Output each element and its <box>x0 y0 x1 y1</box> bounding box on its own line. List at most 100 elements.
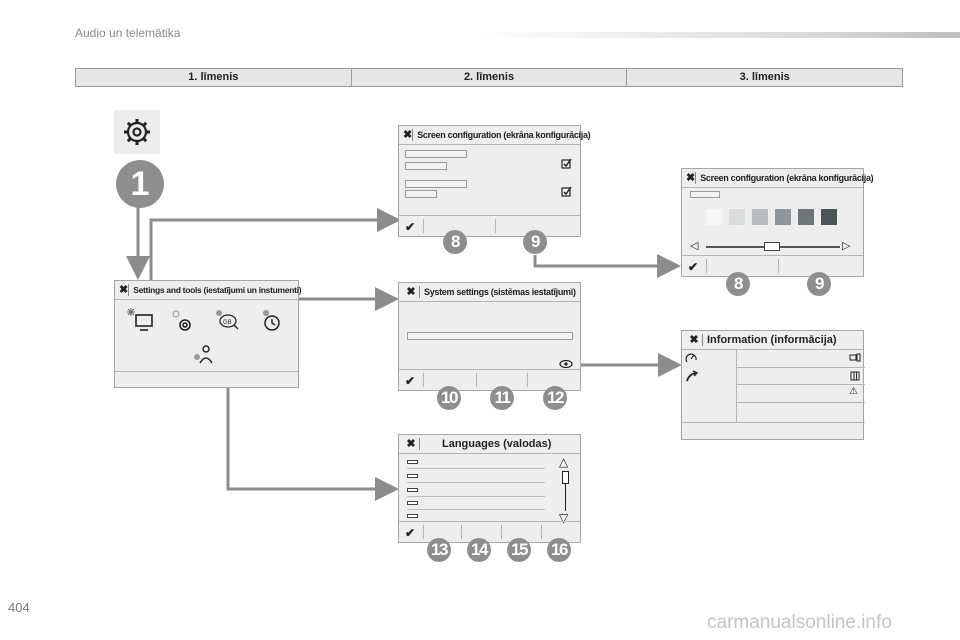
step-badge-8: 8 <box>726 272 750 296</box>
scrollbar-track[interactable] <box>565 471 566 511</box>
gear-icon <box>124 119 150 145</box>
step-badge-11: 11 <box>490 386 514 410</box>
color-swatch[interactable] <box>706 209 722 225</box>
close-icon[interactable]: ✖ <box>686 334 703 346</box>
arrow-to-screen-config-l3 <box>533 254 681 278</box>
row-divider <box>737 367 865 368</box>
footer-divider <box>501 525 502 539</box>
close-icon[interactable]: ✖ <box>403 129 414 141</box>
confirm-icon[interactable]: ✔ <box>688 260 699 274</box>
help-user-icon <box>194 345 213 364</box>
confirm-icon[interactable]: ✔ <box>405 374 416 388</box>
language-item[interactable] <box>407 514 418 518</box>
setting-field[interactable] <box>407 332 573 340</box>
level-2-header: 2. līmenis <box>352 69 628 86</box>
row-divider <box>682 422 865 423</box>
brightness-slider-handle[interactable] <box>764 242 780 251</box>
language-icon: GB <box>216 310 239 330</box>
step-badge-16: 16 <box>547 538 571 562</box>
footer-divider <box>461 525 462 539</box>
color-swatch[interactable] <box>821 209 837 225</box>
step-badge-12: 12 <box>543 386 567 410</box>
right-arrow-icon[interactable]: ▷ <box>842 240 851 252</box>
footer-divider <box>423 219 424 233</box>
arrow-to-screen-config <box>149 208 401 290</box>
color-swatch[interactable] <box>775 209 791 225</box>
screen-header: ✖ Information (informācija) <box>682 331 863 350</box>
list-divider <box>407 468 545 469</box>
information-screen: ✖ Information (informācija) ⚠ <box>681 330 865 440</box>
warning-icon[interactable]: ⚠ <box>849 386 858 397</box>
color-swatch[interactable] <box>729 209 745 225</box>
screen-title: Screen configuration (ekrāna konfigurāci… <box>700 173 874 183</box>
setting-field[interactable] <box>405 180 467 188</box>
screen-title: Settings and tools (iestatījumi un instu… <box>133 285 302 295</box>
level-1-header: 1. līmenis <box>76 69 352 86</box>
scroll-down-icon[interactable]: ▽ <box>559 511 569 525</box>
step-badge-13: 13 <box>427 538 451 562</box>
language-item[interactable] <box>407 460 418 464</box>
left-arrow-icon[interactable]: ◁ <box>690 240 699 252</box>
screen-header: ✖ System settings (sistēmas iestatījumi) <box>399 283 580 302</box>
language-item[interactable] <box>407 501 418 505</box>
step-badge-8: 8 <box>443 230 467 254</box>
setting-field[interactable] <box>405 162 447 170</box>
step-badge-15: 15 <box>507 538 531 562</box>
close-icon[interactable]: ✖ <box>119 284 130 296</box>
route-icon[interactable] <box>685 370 699 382</box>
checkbox-icon[interactable] <box>561 158 573 170</box>
scroll-up-icon[interactable]: △ <box>559 455 569 469</box>
close-icon[interactable]: ✖ <box>686 172 697 184</box>
brightness-icon <box>127 308 135 316</box>
languages-screen: ✖ Languages (valodas) △ ▽ ✔ <box>398 434 581 543</box>
color-swatch[interactable] <box>752 209 768 225</box>
language-item[interactable] <box>407 488 418 492</box>
row-divider <box>737 384 865 385</box>
screen-header: ✖ Screen configuration (ekrāna konfigurā… <box>399 126 591 145</box>
watermark: carmanualsonline.info <box>707 612 892 633</box>
settings-tools-icons: GB <box>127 308 280 364</box>
close-icon[interactable]: ✖ <box>403 438 420 450</box>
language-item[interactable] <box>407 474 418 478</box>
device-icon[interactable] <box>849 353 861 363</box>
columns-icon[interactable] <box>850 371 860 381</box>
footer-divider <box>495 219 496 233</box>
display-icon <box>135 314 153 331</box>
screen-title: System settings (sistēmas iestatījumi) <box>424 287 576 297</box>
eye-icon[interactable] <box>559 359 573 369</box>
setting-field[interactable] <box>405 190 437 198</box>
diagnostics-icon[interactable] <box>685 352 699 364</box>
checkbox-icon[interactable] <box>561 186 573 198</box>
screen-title: Information (informācija) <box>707 334 837 346</box>
clock-icon <box>263 310 280 331</box>
list-divider <box>407 496 545 497</box>
footer-divider <box>423 525 424 539</box>
footer-divider <box>541 525 542 539</box>
list-divider <box>407 482 545 483</box>
close-icon[interactable]: ✖ <box>403 286 420 298</box>
screen-footer: ✔ <box>399 215 580 236</box>
step-badge-14: 14 <box>467 538 491 562</box>
screen-footer: ✔ <box>682 255 863 276</box>
step-badge-1: 1 <box>116 160 164 208</box>
setting-field[interactable] <box>405 150 467 158</box>
confirm-icon[interactable]: ✔ <box>405 526 416 540</box>
footer-divider <box>423 373 424 387</box>
screen-footer: ✔ <box>399 521 580 542</box>
settings-icon <box>172 310 191 331</box>
header-rule <box>480 32 960 38</box>
scrollbar-thumb[interactable] <box>562 471 569 484</box>
color-swatch[interactable] <box>798 209 814 225</box>
svg-text:GB: GB <box>223 320 232 326</box>
screen-header: ✖ Screen configuration (ekrāna konfigurā… <box>682 169 874 188</box>
step-badge-10: 10 <box>437 386 461 410</box>
screen-config-screen: ✖ Screen configuration (ekrāna konfigurā… <box>398 125 591 237</box>
list-divider <box>407 509 545 510</box>
column-divider <box>736 350 737 422</box>
screen-title: Languages (valodas) <box>442 438 552 450</box>
setting-field[interactable] <box>690 191 720 198</box>
footer-divider <box>115 371 298 372</box>
step-badge-9: 9 <box>807 272 831 296</box>
system-settings-screen: ✖ System settings (sistēmas iestatījumi)… <box>398 282 581 391</box>
confirm-icon[interactable]: ✔ <box>405 220 416 234</box>
